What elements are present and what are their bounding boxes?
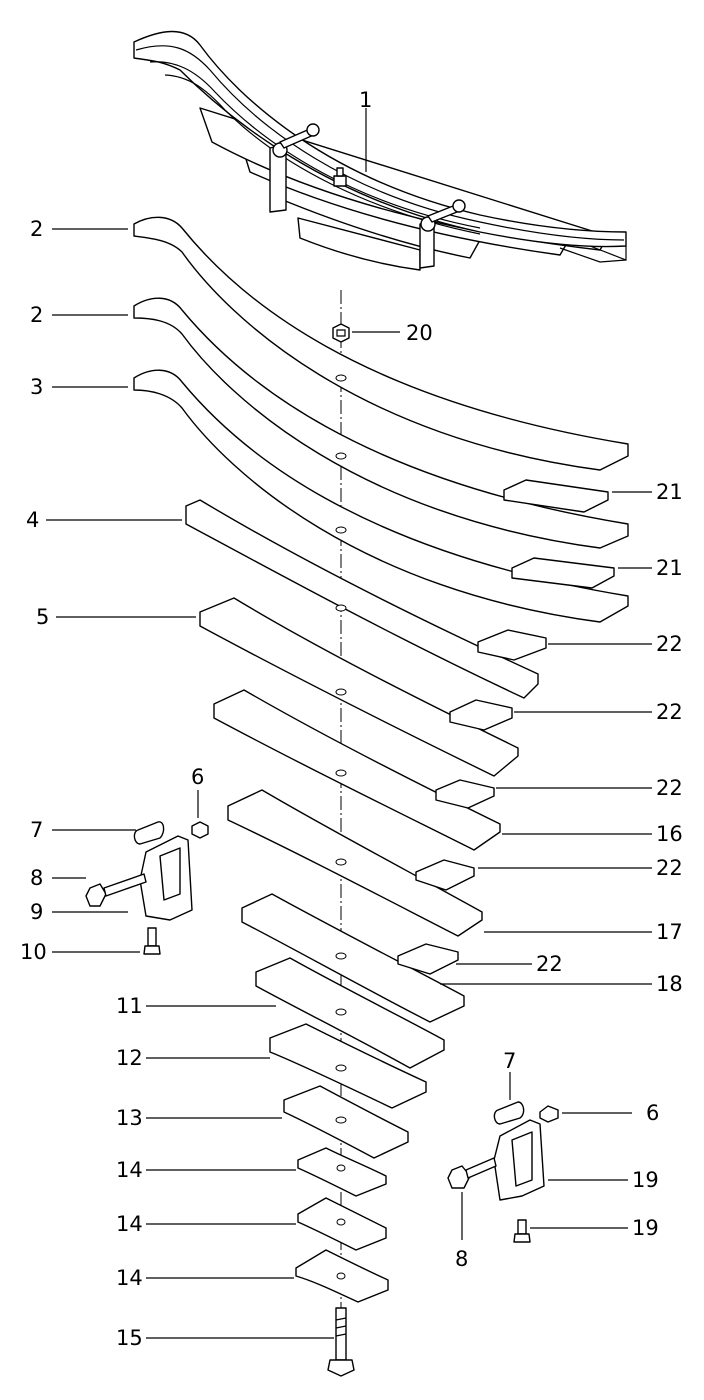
liner-21-lower bbox=[511, 557, 615, 589]
pad-22-4 bbox=[415, 859, 475, 891]
callout-11: 11 bbox=[116, 994, 143, 1018]
callout-1: 1 bbox=[359, 88, 372, 112]
callout-14-middle: 14 bbox=[116, 1212, 143, 1236]
callout-19-lower: 19 bbox=[632, 1216, 659, 1240]
callout-7-left: 7 bbox=[30, 818, 43, 842]
callout-15: 15 bbox=[116, 1326, 143, 1350]
left-shackle-assembly bbox=[85, 821, 209, 955]
callout-13: 13 bbox=[116, 1106, 143, 1130]
callout-2-upper: 2 bbox=[30, 217, 43, 241]
leaf-16 bbox=[213, 689, 501, 851]
leaf-18 bbox=[241, 893, 465, 1023]
pad-22-2 bbox=[449, 699, 513, 731]
callout-18: 18 bbox=[656, 972, 683, 996]
callout-6-right: 6 bbox=[646, 1101, 659, 1125]
callout-17: 17 bbox=[656, 920, 683, 944]
pad-22-1 bbox=[477, 629, 547, 661]
callout-19-upper: 19 bbox=[632, 1168, 659, 1192]
callout-22-2: 22 bbox=[656, 700, 683, 724]
leaf-5 bbox=[199, 597, 519, 777]
callout-6-left: 6 bbox=[191, 765, 204, 789]
leaf-13 bbox=[283, 1085, 409, 1159]
leaf-11 bbox=[255, 957, 445, 1069]
callout-20: 20 bbox=[406, 321, 433, 345]
callout-8-right: 8 bbox=[455, 1247, 468, 1271]
callout-14-lower: 14 bbox=[116, 1266, 143, 1290]
callout-22-3: 22 bbox=[656, 776, 683, 800]
callout-21-lower: 21 bbox=[656, 556, 683, 580]
leaf-17 bbox=[227, 789, 483, 937]
callout-2-lower: 2 bbox=[30, 303, 43, 327]
callout-16: 16 bbox=[656, 822, 683, 846]
center-nut bbox=[332, 323, 350, 343]
callout-22-5: 22 bbox=[536, 952, 563, 976]
leader-lines bbox=[46, 108, 652, 1339]
leaf-12 bbox=[269, 1023, 427, 1109]
leaf-4 bbox=[185, 499, 539, 699]
leaf-2-lower bbox=[133, 297, 629, 549]
center-bolt bbox=[327, 1307, 355, 1377]
pad-22-5 bbox=[397, 943, 459, 975]
callout-12: 12 bbox=[116, 1046, 143, 1070]
liner-21-upper bbox=[503, 479, 609, 513]
callout-10: 10 bbox=[20, 940, 47, 964]
leaf-2-upper bbox=[133, 216, 629, 471]
callout-labels: 1 2 2 3 4 5 20 21 21 22 22 22 16 22 17 2… bbox=[20, 88, 683, 1350]
callout-7-right: 7 bbox=[503, 1049, 516, 1073]
callout-9: 9 bbox=[30, 900, 43, 924]
callout-3: 3 bbox=[30, 375, 43, 399]
callout-5: 5 bbox=[36, 605, 49, 629]
callout-14-upper: 14 bbox=[116, 1158, 143, 1182]
pad-22-3 bbox=[435, 779, 495, 809]
pad-14-upper bbox=[297, 1147, 387, 1197]
callout-4: 4 bbox=[26, 508, 39, 532]
right-shackle-assembly bbox=[447, 1101, 559, 1243]
assembled-leaf-spring bbox=[133, 30, 627, 271]
callout-22-1: 22 bbox=[656, 632, 683, 656]
callout-8-left: 8 bbox=[30, 866, 43, 890]
callout-22-4: 22 bbox=[656, 856, 683, 880]
pad-14-lower bbox=[295, 1249, 389, 1303]
callout-21-upper: 21 bbox=[656, 480, 683, 504]
leaf-3 bbox=[133, 369, 629, 623]
pad-14-middle bbox=[297, 1197, 387, 1251]
